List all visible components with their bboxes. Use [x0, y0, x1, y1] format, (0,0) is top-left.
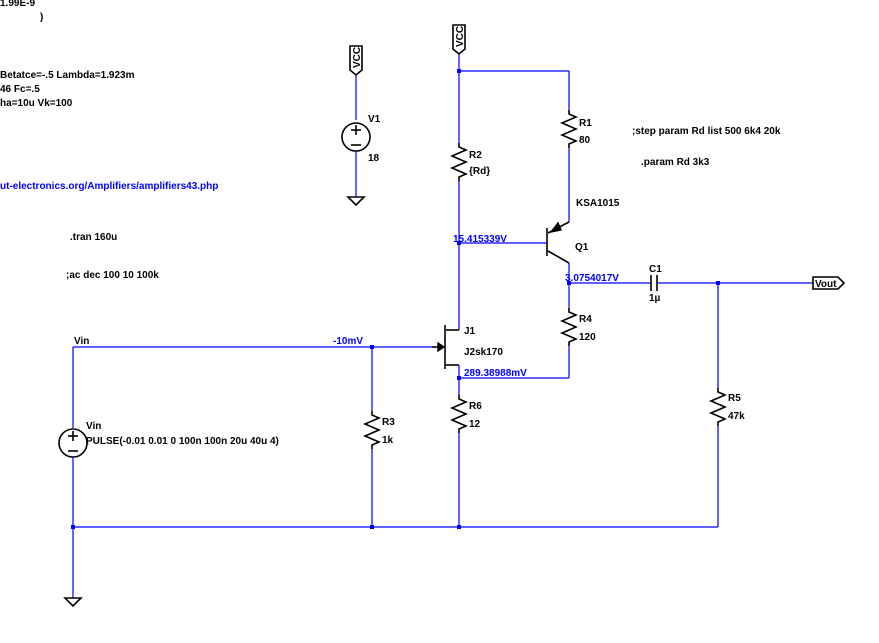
j1-model: J2sk170	[464, 347, 503, 358]
q1-model: KSA1015	[576, 198, 620, 209]
vout-flag: Vout	[812, 276, 846, 290]
resistor-r3[interactable]	[362, 411, 382, 449]
voltage-source-vin[interactable]	[58, 428, 88, 458]
j1-name: J1	[464, 326, 476, 337]
v1-name: V1	[368, 114, 381, 125]
r1-value: 80	[579, 135, 591, 146]
resistor-r6[interactable]	[449, 395, 469, 433]
source-voltage: 289.38988mV	[464, 368, 527, 379]
svg-text:VCC: VCC	[352, 47, 363, 68]
gate-voltage: -10mV	[333, 336, 363, 347]
r2-value: {Rd}	[469, 166, 490, 177]
resistor-r1[interactable]	[559, 110, 579, 148]
r5-name: R5	[728, 393, 741, 404]
param-directive[interactable]: .param Rd 3k3	[641, 157, 710, 168]
step-directive[interactable]: ;step param Rd list 500 6k4 20k	[632, 126, 781, 137]
q1-name: Q1	[575, 242, 589, 253]
tran-directive[interactable]: .tran 160u	[70, 232, 117, 243]
jfet-j1[interactable]	[432, 325, 459, 369]
ac-directive[interactable]: ;ac dec 100 10 100k	[66, 270, 159, 281]
model-fragment-3: Betatce=-.5 Lambda=1.923m	[0, 70, 135, 81]
resistor-r2[interactable]	[449, 143, 469, 181]
capacitor-c1[interactable]	[650, 275, 658, 291]
vcc-flag-v1: VCC	[349, 45, 363, 77]
r6-value: 12	[469, 419, 481, 430]
r6-name: R6	[469, 401, 482, 412]
emitter-voltage: 3.0754017V	[565, 273, 619, 284]
svg-text:Vout: Vout	[815, 279, 837, 290]
svg-text:VCC: VCC	[455, 26, 466, 47]
c1-name: C1	[649, 264, 662, 275]
vcc-flag-main: VCC	[452, 24, 466, 56]
voltage-source-v1[interactable]	[341, 122, 371, 152]
vin-source-name: Vin	[86, 421, 101, 432]
ground-symbol-v1	[346, 196, 366, 207]
model-fragment-1: 1.99E-9	[0, 0, 35, 9]
r3-value: 1k	[382, 435, 394, 446]
vin-source-value: PULSE(-0.01 0.01 0 100n 100n 20u 40u 4)	[86, 436, 279, 447]
model-fragment-5: ha=10u Vk=100	[0, 98, 73, 109]
r2-name: R2	[469, 150, 482, 161]
r4-value: 120	[579, 332, 596, 343]
drain-voltage: 15.415339V	[453, 234, 507, 245]
r3-name: R3	[382, 417, 395, 428]
r5-value: 47k	[728, 411, 745, 422]
resistor-r4[interactable]	[559, 308, 579, 346]
r1-name: R1	[579, 118, 592, 129]
ground-symbol-main	[63, 597, 83, 608]
vin-net-label: Vin	[74, 336, 89, 347]
source-link[interactable]: ut-electronics.org/Amplifiers/amplifiers…	[0, 181, 218, 192]
model-fragment-4: 46 Fc=.5	[0, 84, 40, 95]
v1-value: 18	[368, 153, 380, 164]
model-fragment-2: )	[40, 12, 43, 23]
transistor-q1[interactable]	[546, 221, 570, 264]
c1-value: 1µ	[649, 293, 661, 304]
resistor-r5[interactable]	[708, 388, 728, 426]
r4-name: R4	[579, 314, 592, 325]
